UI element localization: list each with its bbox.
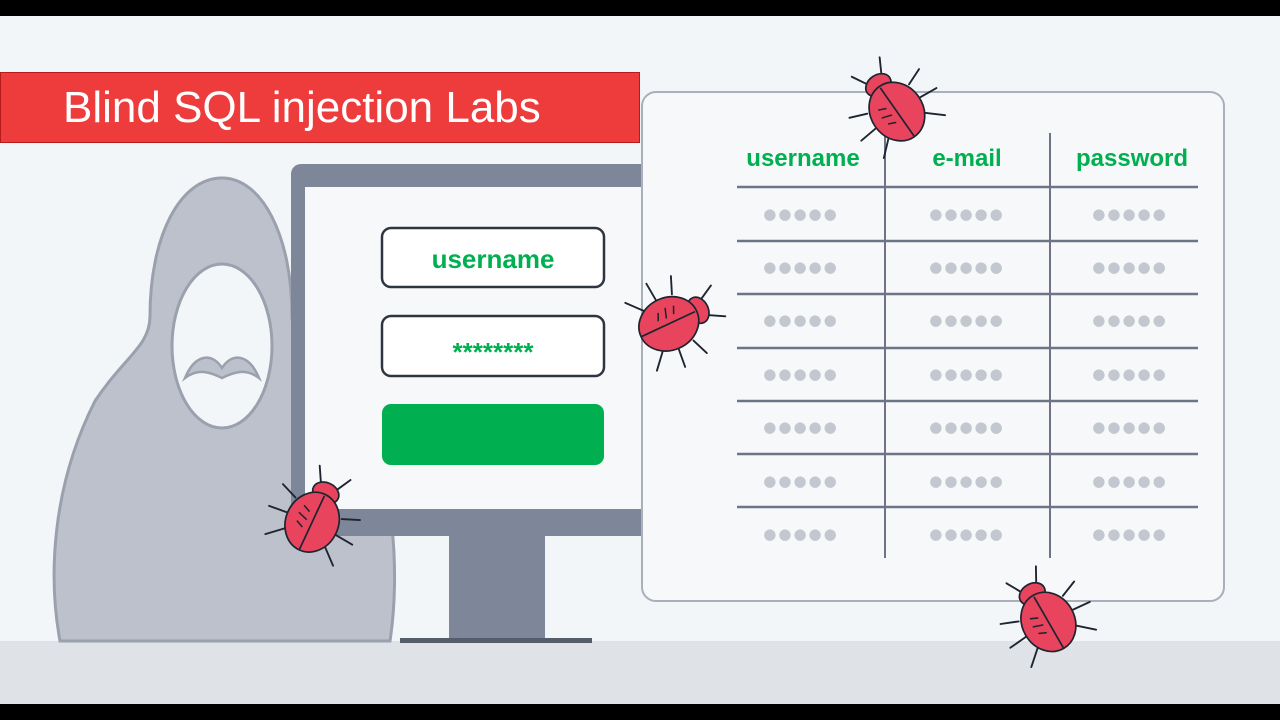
masked-cell: ●●●●● bbox=[763, 365, 838, 383]
masked-cell: ●●●●● bbox=[763, 418, 838, 436]
bug-icon bbox=[264, 464, 361, 567]
title-banner: Blind SQL injection Labs bbox=[0, 72, 640, 143]
masked-cell: ●●●●● bbox=[1092, 205, 1167, 223]
illustration-art: username ******** username e-mail passwo… bbox=[52, 56, 1225, 669]
bug-icon bbox=[848, 56, 947, 160]
masked-cell: ●●●●● bbox=[1092, 525, 1167, 543]
masked-cell: ●●●●● bbox=[1092, 311, 1167, 329]
bug-icon bbox=[999, 565, 1098, 669]
floor bbox=[0, 641, 1280, 704]
masked-cell: ●●●●● bbox=[929, 205, 1004, 223]
masked-cell: ●●●●● bbox=[929, 472, 1004, 490]
masked-cell: ●●●●● bbox=[763, 258, 838, 276]
bugs bbox=[264, 56, 1098, 669]
username-field-text: username bbox=[432, 244, 555, 274]
page-title: Blind SQL injection Labs bbox=[63, 83, 541, 132]
login-form: username ******** bbox=[380, 226, 606, 465]
bug-icon bbox=[624, 275, 727, 372]
password-field-text: ******** bbox=[453, 337, 535, 367]
column-header-username: username bbox=[746, 145, 859, 172]
masked-cell: ●●●●● bbox=[763, 525, 838, 543]
data-table: username e-mail password ●●●●● ●●●●● ●●●●●… bbox=[641, 91, 1225, 602]
masked-cell: ●●●●● bbox=[1092, 418, 1167, 436]
masked-cell: ●●●●● bbox=[1092, 258, 1167, 276]
masked-cell: ●●●●● bbox=[1092, 365, 1167, 383]
masked-cell: ●●●●● bbox=[763, 472, 838, 490]
masked-cell: ●●●●● bbox=[929, 418, 1004, 436]
masked-cell: ●●●●● bbox=[763, 311, 838, 329]
masked-cell: ●●●●● bbox=[763, 205, 838, 223]
masked-cell: ●●●●● bbox=[929, 365, 1004, 383]
column-header-email: e-mail bbox=[932, 145, 1001, 172]
masked-cell: ●●●●● bbox=[929, 258, 1004, 276]
masked-cell: ●●●●● bbox=[1092, 472, 1167, 490]
masked-cell: ●●●●● bbox=[929, 525, 1004, 543]
illustration-canvas: username ******** username e-mail passwo… bbox=[0, 16, 1280, 704]
login-button[interactable] bbox=[382, 404, 604, 465]
masked-cell: ●●●●● bbox=[929, 311, 1004, 329]
password-field[interactable] bbox=[380, 314, 606, 378]
column-header-password: password bbox=[1076, 145, 1188, 172]
username-field[interactable] bbox=[380, 226, 606, 289]
